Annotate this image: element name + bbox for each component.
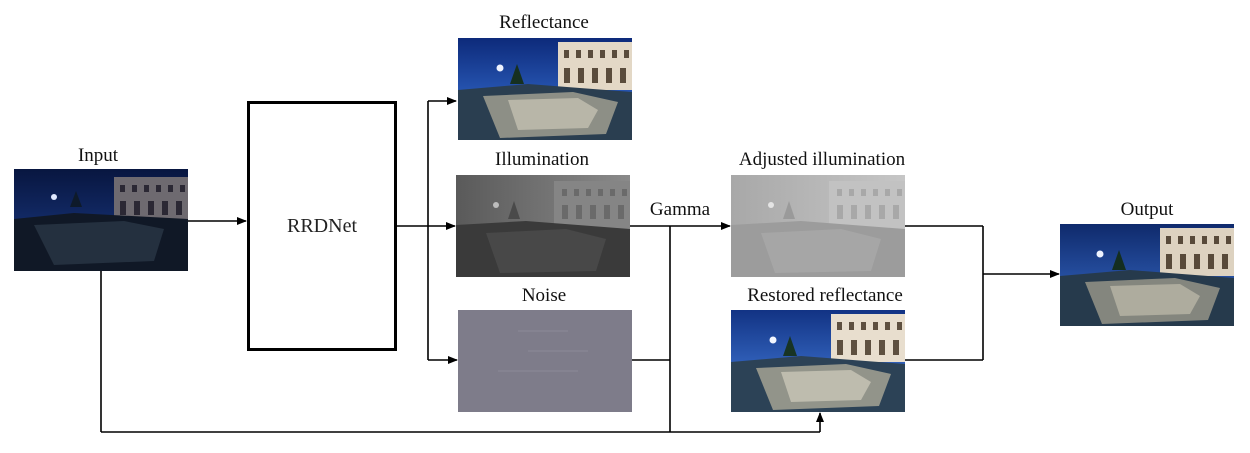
rrdnet-block: RRDNet [247,101,397,351]
illumination-label: Illumination [495,149,589,170]
noise-label: Noise [521,285,567,306]
gamma-label: Gamma [649,199,711,220]
reflectance-label: Reflectance [499,12,589,33]
restored-reflectance-image [731,310,905,412]
restored-reflectance-label: Restored reflectance [747,285,903,306]
adjusted-illumination-label: Adjusted illumination [738,149,906,170]
input-label: Input [77,145,119,166]
adjusted-illumination-image [731,175,905,277]
noise-image [458,310,632,412]
illumination-image [456,175,630,277]
input-image [14,169,188,271]
output-label: Output [1120,199,1174,220]
output-image [1060,224,1234,326]
rrdnet-label: RRDNet [287,214,357,237]
reflectance-image [458,38,632,140]
